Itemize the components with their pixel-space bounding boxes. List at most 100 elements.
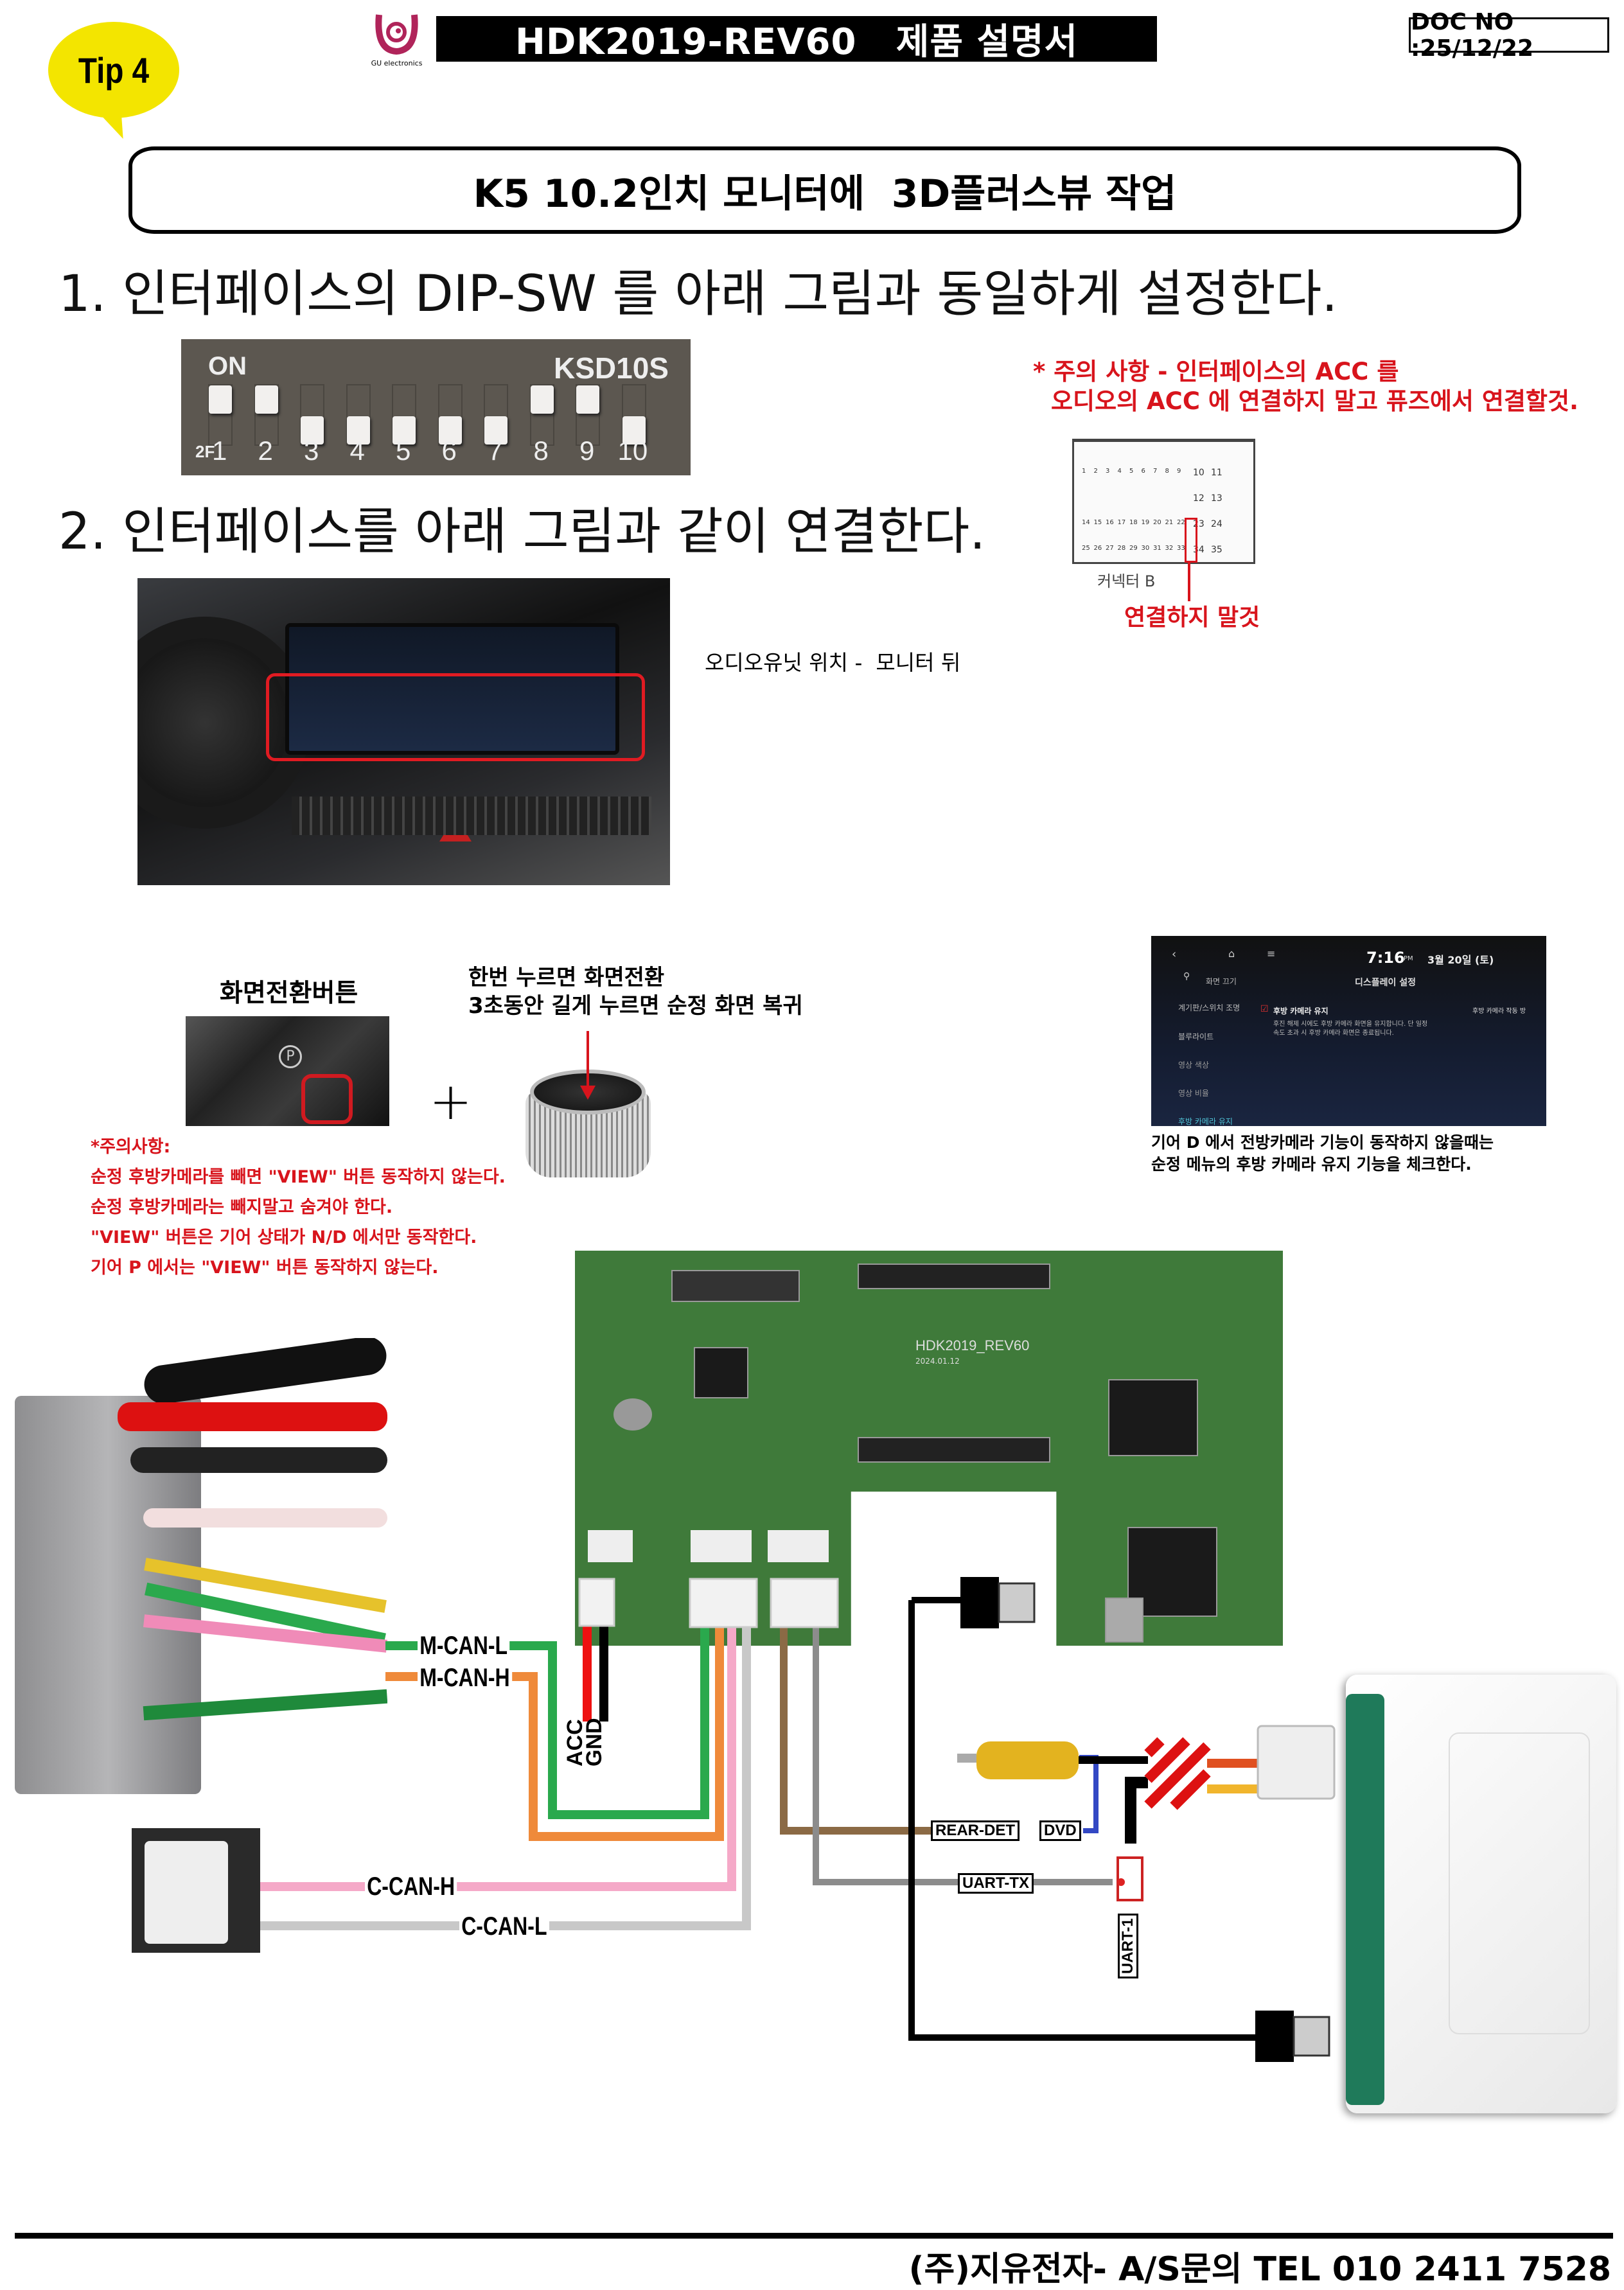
connector-pin: 21 <box>1165 519 1174 526</box>
label-dvd: DVD <box>1039 1820 1081 1841</box>
dip-switch-slot <box>346 384 371 446</box>
pcb-capacitor <box>613 1398 652 1431</box>
main-title-box: K5 10.2인치 모니터에 3D플러스뷰 작업 <box>128 146 1521 234</box>
dip-knob-off <box>484 416 508 445</box>
step1-text: 1. 인터페이스의 DIP-SW 를 아래 그림과 동일하게 설정한다. <box>58 265 1338 323</box>
view-desc-line2: 3초동안 길게 누르면 순정 화면 복귀 <box>468 993 803 1019</box>
menu-item: 블루라이트 <box>1178 1032 1214 1041</box>
dip-switch-slot <box>392 384 416 446</box>
black-wire <box>130 1447 387 1473</box>
label-c-can-l: C-CAN-L <box>459 1912 549 1941</box>
dip-knob-off <box>438 416 462 445</box>
wire-dvd <box>1079 1755 1099 1833</box>
connector-pin: 8 <box>1165 468 1169 475</box>
view-button-title: 화면전환버튼 <box>220 979 358 1008</box>
document-title-bar: HDK2019-REV60 제품 설명서 <box>436 16 1157 63</box>
connector-pin: 4 <box>1117 468 1122 475</box>
logo: GU electronics <box>366 12 427 67</box>
connector-pin: 5 <box>1129 468 1134 475</box>
connector-pin: 2 <box>1093 468 1098 475</box>
wire-c-can-l <box>260 1627 751 1930</box>
arrow-down-icon <box>580 1086 596 1100</box>
do-not-connect-label: 연결하지 말것 <box>1124 604 1260 631</box>
dip-switch-slot <box>254 384 279 446</box>
connector-pin: 27 <box>1106 545 1114 552</box>
document-title: HDK2019-REV60 제품 설명서 <box>515 21 1079 63</box>
acc-warning-line2: 오디오의 ACC 에 연결하지 말고 퓨즈에서 연결할것. <box>1051 387 1579 415</box>
display-caption: 기어 D 에서 전방카메라 기능이 동작하지 않을때는 순정 메뉴의 후방 카메… <box>1151 1132 1494 1176</box>
pcb-connector <box>691 1530 752 1562</box>
head-unit-screen <box>285 623 619 755</box>
dip-number: 4 <box>349 436 365 466</box>
pcb-dip-switch <box>671 1270 800 1302</box>
connector-pin: 7 <box>1153 468 1158 475</box>
screen-ampm: PM <box>1404 955 1413 962</box>
display-settings-photo: 7:16 PM 3월 20일 (토) ‹ ⌂ ≡ ⚲ 디스플레이 설정 화면 끄… <box>1151 936 1546 1126</box>
air-vent <box>292 797 651 835</box>
view-button-highlight <box>301 1074 353 1124</box>
connector-pin: 16 <box>1106 519 1114 526</box>
back-icon: ‹ <box>1172 947 1177 961</box>
menu-item-active: 후방 카메라 유지 <box>1178 1117 1233 1126</box>
view-button-description: 한번 누르면 화면전환 3초동안 길게 누르면 순정 화면 복귀 <box>468 964 803 1020</box>
connector-pin: 15 <box>1093 519 1102 526</box>
pcb-fpc-connector-top <box>858 1264 1050 1289</box>
pcb-connector <box>588 1530 633 1562</box>
screen-time: 7:16 <box>1366 949 1405 967</box>
connector-pin: 17 <box>1117 519 1126 526</box>
view-button-photo: P <box>186 1016 389 1126</box>
red-wire <box>118 1402 387 1431</box>
connector-pin: 6 <box>1141 468 1145 475</box>
label-gnd: GND <box>582 1718 606 1766</box>
right-panel-label: 후방 카메라 작동 방 <box>1472 1008 1526 1015</box>
hdmi-plug-bottom <box>1255 2011 1330 2062</box>
white-connector <box>145 1841 228 1944</box>
logo-text: GU electronics <box>371 59 423 67</box>
check-icon: ☑ <box>1260 1004 1269 1014</box>
white-wire <box>143 1508 387 1528</box>
dip-knob-on <box>254 385 278 414</box>
connector-pin: 30 <box>1141 545 1150 552</box>
dip-knob-off <box>393 416 416 445</box>
dip-number: 5 <box>396 436 411 466</box>
wire-connector <box>1257 1725 1336 1800</box>
dip-number: 1 <box>212 436 227 466</box>
connector-pin: 25 <box>1082 545 1090 552</box>
dip-on-label: ON <box>208 352 247 380</box>
dip-number: 10 <box>617 436 648 466</box>
dip-knob-on <box>530 385 554 414</box>
pcb-connector <box>768 1530 829 1562</box>
connector-pin: 18 <box>1129 519 1138 526</box>
connector-pin: 12 <box>1193 493 1205 504</box>
connector-pin: 20 <box>1153 519 1161 526</box>
menu-item: 화면 끄기 <box>1206 977 1237 986</box>
pcb-main-chip <box>1108 1379 1198 1456</box>
dip-knob-off <box>301 416 324 445</box>
device-port-panel <box>1346 1694 1384 2105</box>
display-caption-line1: 기어 D 에서 전방카메라 기능이 동작하지 않을때는 <box>1151 1133 1494 1152</box>
dip-knob-off <box>622 416 646 445</box>
home-icon: ⌂ <box>1228 947 1235 960</box>
dip-switch-slot <box>484 384 508 446</box>
c-can-connector-photo <box>132 1828 260 1953</box>
screen-highlight <box>266 673 645 761</box>
dip-number: 8 <box>533 436 549 466</box>
connector-b-label: 커넥터 B <box>1097 572 1156 590</box>
pcb-fpc-connector-bottom <box>858 1437 1050 1463</box>
screen-title: 디스플레이 설정 <box>1355 978 1417 988</box>
pcb-hdmi-port <box>1105 1598 1143 1643</box>
dip-switch-slot <box>437 384 463 446</box>
connector-pin: 14 <box>1082 519 1090 526</box>
red-white-tape <box>1144 1737 1211 1810</box>
connector-pin: 11 <box>1211 468 1222 478</box>
dip-switch-slot <box>621 384 646 446</box>
can-connector <box>689 1578 758 1628</box>
device-lid <box>1449 1732 1590 2034</box>
view-notes: *주의사항: 순정 후방카메라를 빼면 "VIEW" 버튼 동작하지 않는다. … <box>91 1132 506 1283</box>
dip-knob-on <box>209 385 232 414</box>
connector-pin: 24 <box>1211 519 1222 529</box>
tip-badge: Tip 4 <box>48 22 179 118</box>
dip-number: 2 <box>258 436 273 466</box>
acc-warning: * 주의 사항 - 인터페이스의 ACC 를 오디오의 ACC 에 연결하지 말… <box>1033 357 1578 416</box>
menu-icon: ≡ <box>1267 947 1276 960</box>
